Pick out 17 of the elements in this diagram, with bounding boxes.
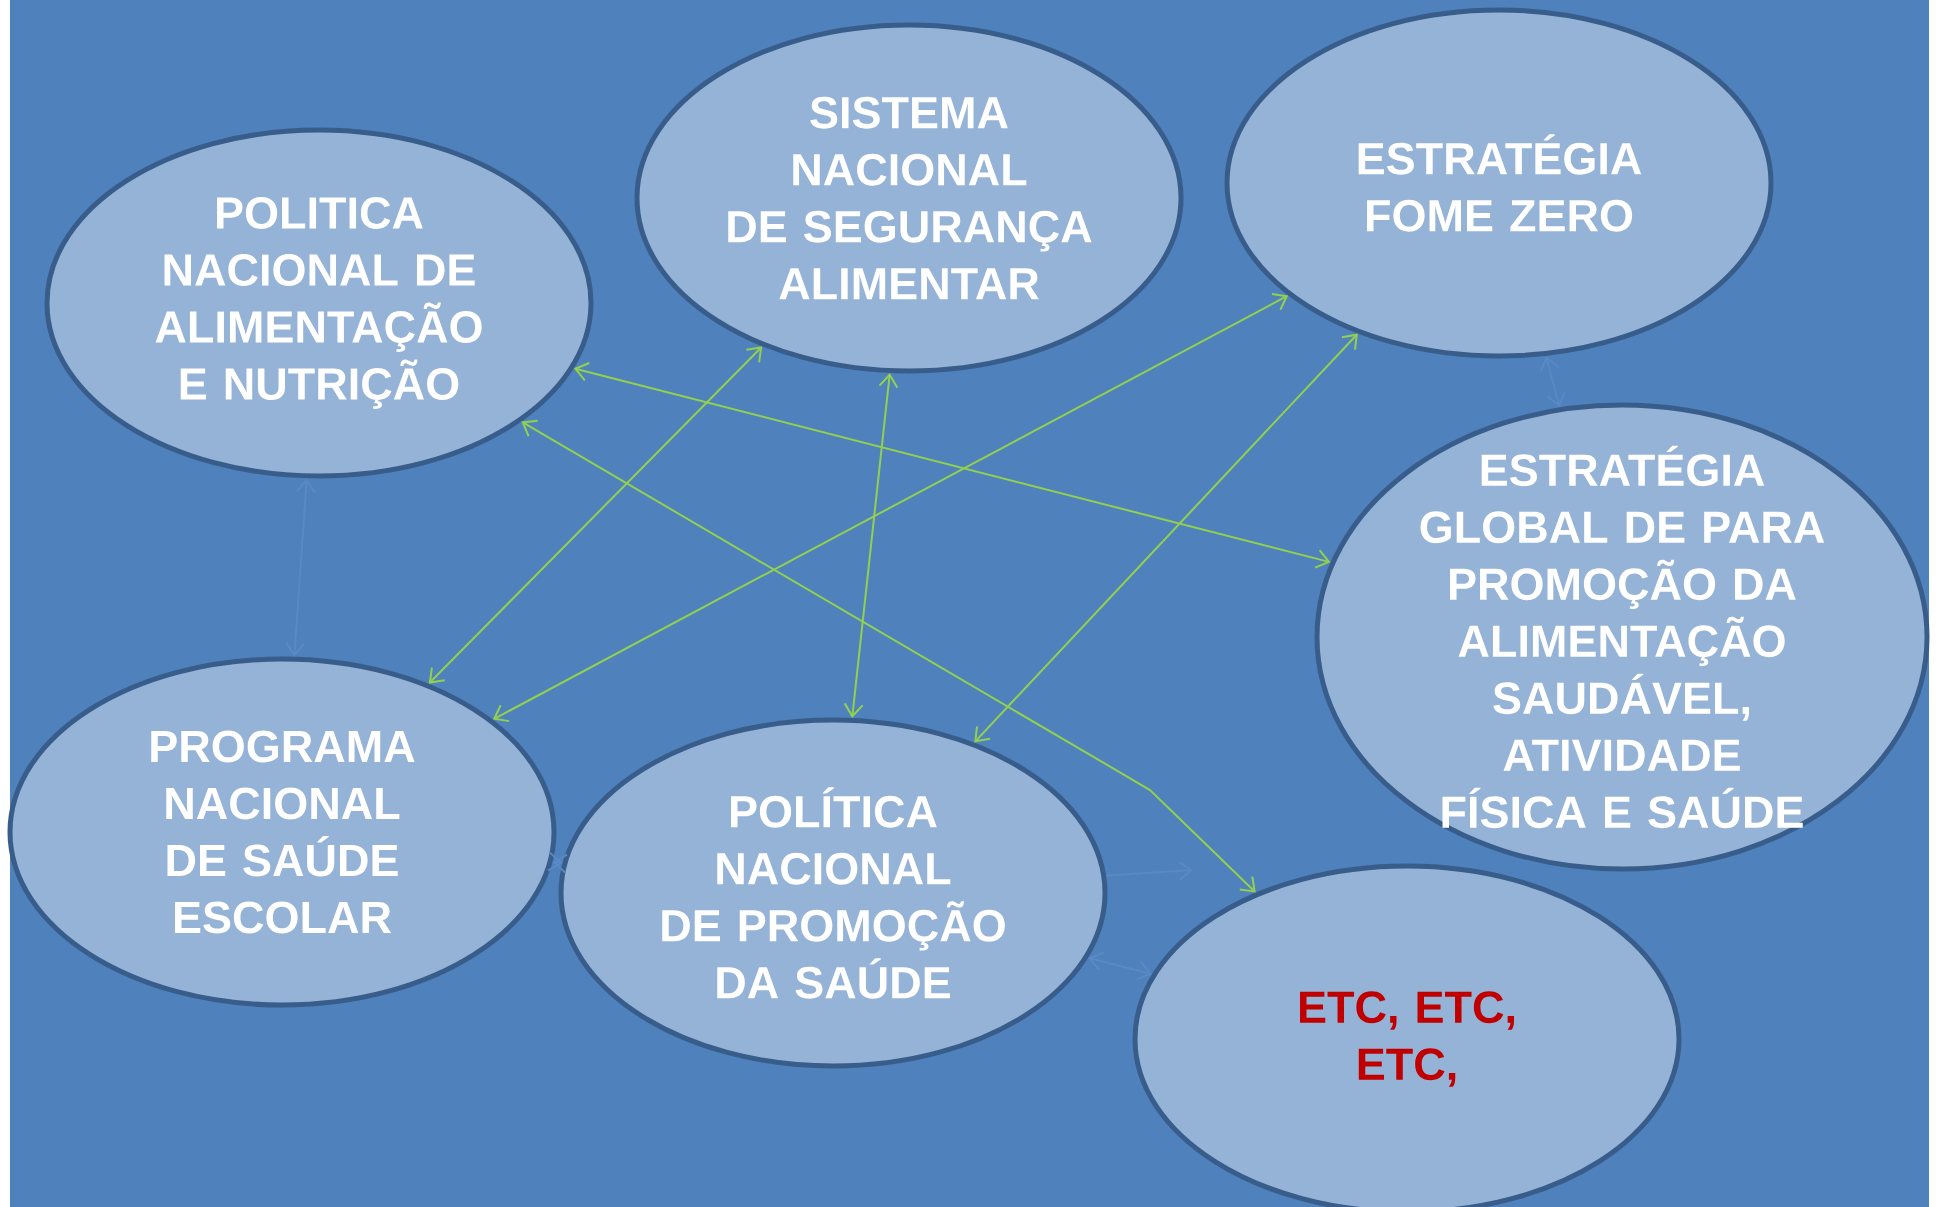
- ellipse-node: POLITICA NACIONAL DE ALIMENTAÇÃO E NUTRIÇÃO: [44, 127, 594, 479]
- arrow: [428, 346, 763, 684]
- arrow: [521, 419, 1256, 893]
- arrow: [843, 373, 899, 718]
- ellipse-node: ETC, ETC, ETC,: [1132, 863, 1682, 1207]
- arrow: [1088, 951, 1152, 981]
- arrow: [573, 362, 1331, 569]
- ellipse-node: POLÍTICA NACIONAL DE PROMOÇÃO DA SAÚDE: [558, 717, 1108, 1069]
- ellipse-node: SISTEMA NACIONAL DE SEGURANÇA ALIMENTAR: [634, 22, 1184, 374]
- ellipse-node: PROGRAMA NACIONAL DE SAÚDE ESCOLAR: [7, 656, 557, 1008]
- arrow: [1105, 860, 1193, 881]
- ellipse-node: ESTRATÉGIA GLOBAL DE PARA PROMOÇÃO DA ALIMENTAÇÃO SAUDÁVEL, ATIVIDADE FÍSICA E SAÚDE: [1314, 402, 1930, 872]
- arrow: [974, 333, 1358, 743]
- arrow: [285, 478, 316, 657]
- ellipse-node: ESTRATÉGIA FOME ZERO: [1224, 7, 1774, 359]
- arrow: [1539, 355, 1566, 408]
- arrow: [492, 292, 1289, 723]
